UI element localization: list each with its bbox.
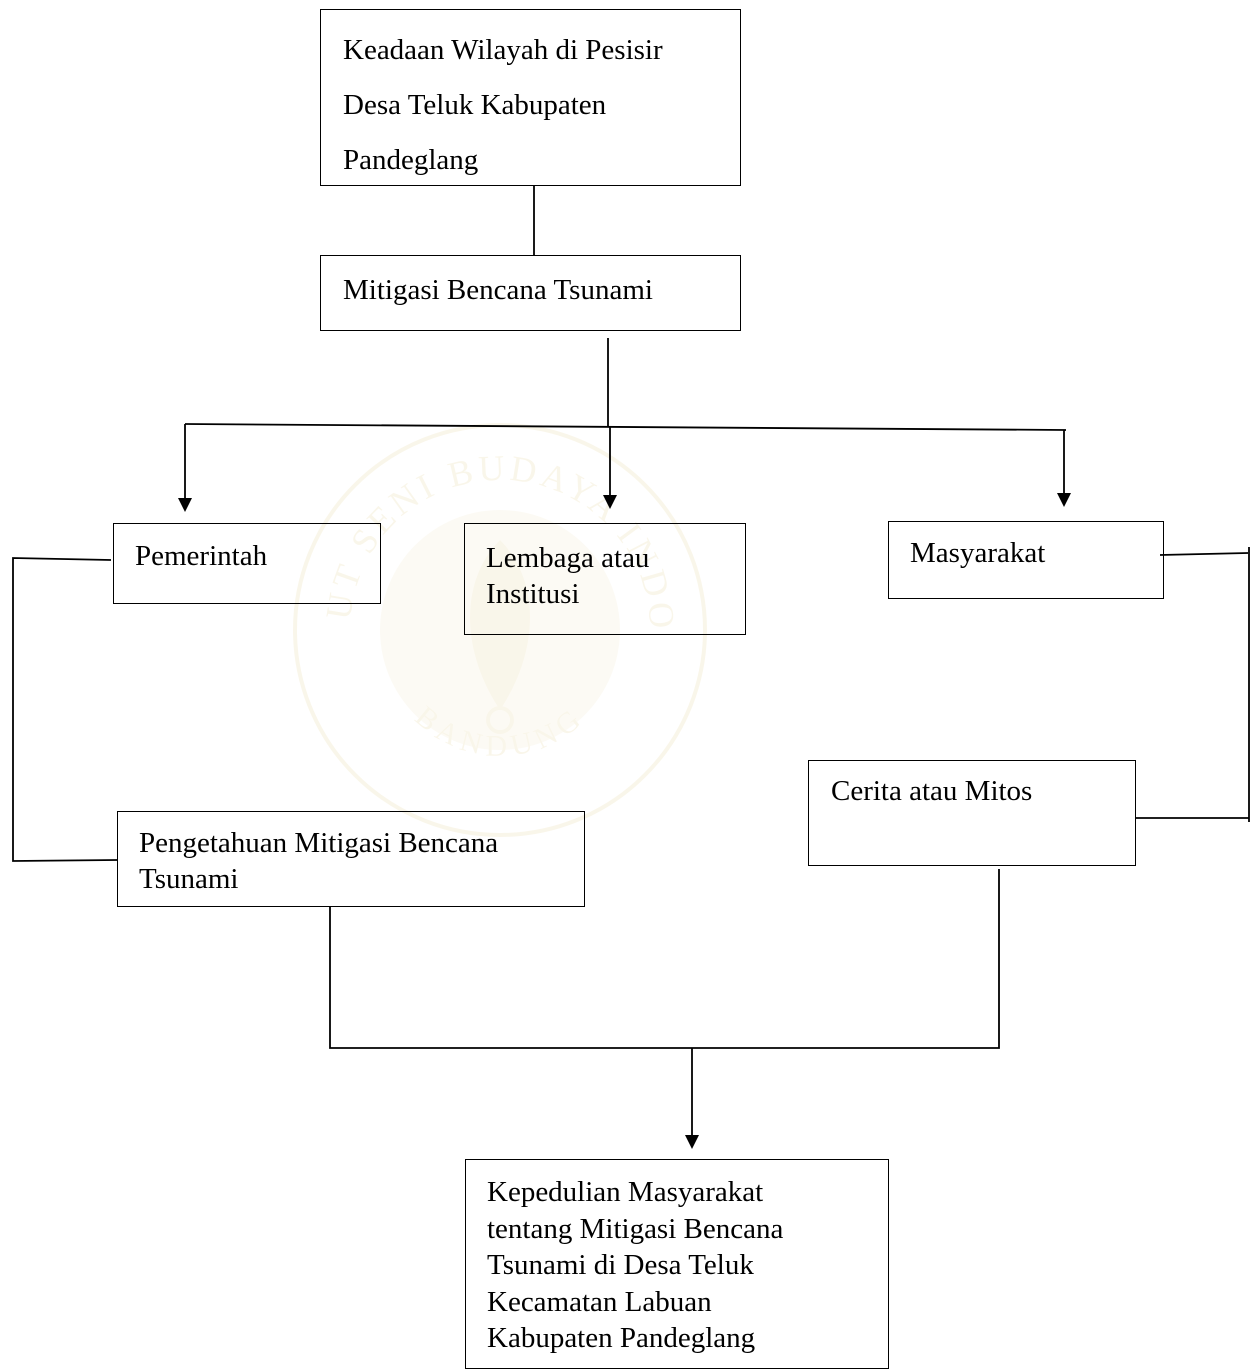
node-mitigasi-bencana: Mitigasi Bencana Tsunami [320,255,741,331]
institution-seal-watermark: INSTITUT SENI BUDAYA INDONESIA BANDUNG [290,420,707,837]
node-kepedulian-masyarakat-label: Kepedulian Masyarakat tentang Mitigasi B… [487,1176,784,1354]
node-pemerintah-label: Pemerintah [135,540,268,572]
arrowhead-masyarakat [1057,493,1071,507]
connector-merge [329,869,1000,1049]
seal-inner-disc [380,510,620,750]
seal-emblem-dot [486,706,514,734]
node-masyarakat-label: Masyarakat [910,537,1046,569]
seal-outer-ring [293,423,707,837]
node-cerita-mitos: Cerita atau Mitos [808,760,1136,866]
node-cerita-mitos-label: Cerita atau Mitos [831,775,1033,807]
node-lembaga-institusi: Lembaga atau Institusi [464,523,746,635]
node-keadaan-wilayah-label: Keadaan Wilayah di Pesisir Desa Teluk Ka… [343,34,663,176]
node-pemerintah: Pemerintah [113,523,381,604]
node-keadaan-wilayah: Keadaan Wilayah di Pesisir Desa Teluk Ka… [320,9,741,186]
connector-masyarakat-cerita [1159,552,1249,556]
arrowhead-lembaga [603,495,617,509]
node-mitigasi-bencana-label: Mitigasi Bencana Tsunami [343,274,653,306]
node-masyarakat: Masyarakat [888,521,1164,599]
arrowhead-pemerintah [178,498,192,512]
node-lembaga-institusi-label: Lembaga atau Institusi [486,542,650,610]
seal-emblem-motif [470,540,530,710]
node-kepedulian-masyarakat: Kepedulian Masyarakat tentang Mitigasi B… [465,1159,889,1369]
connector-branch-bar [184,423,1067,431]
node-pengetahuan-mitigasi-label: Pengetahuan Mitigasi Bencana Tsunami [139,827,499,895]
arrowhead-kepedulian [685,1135,699,1149]
node-pengetahuan-mitigasi: Pengetahuan Mitigasi Bencana Tsunami [117,811,585,907]
connector-pemerintah-pengetahuan [12,557,118,862]
